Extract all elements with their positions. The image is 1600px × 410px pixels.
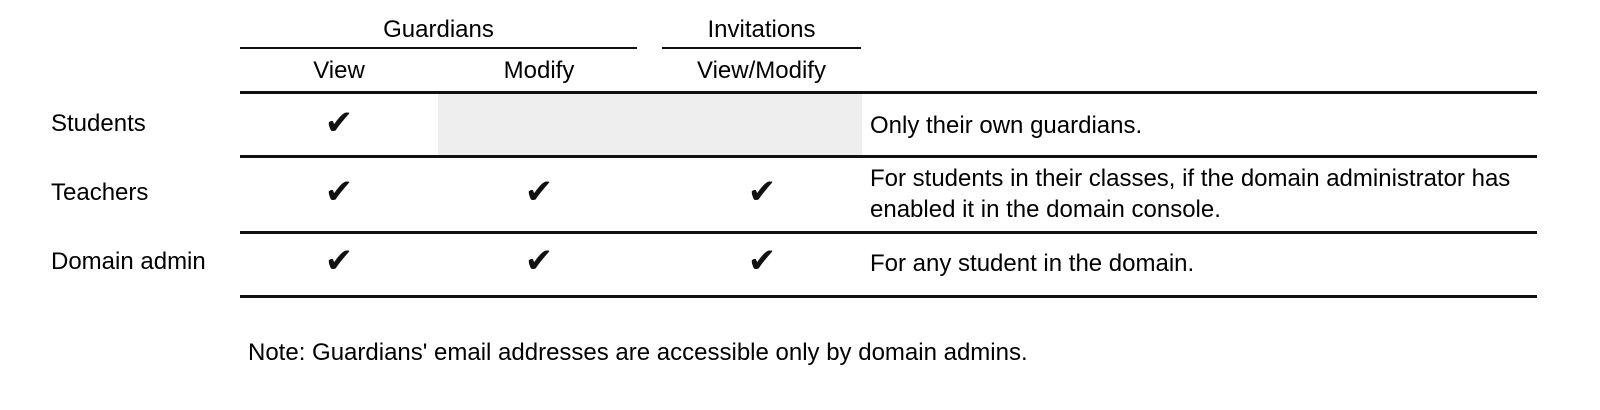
check-icon-domain-admin-guardians-view: ✔	[324, 241, 354, 281]
column-header-modify: Modify	[503, 57, 575, 84]
description-domain-admin: For any student in the domain.	[870, 250, 1195, 277]
row-label-students: Students	[51, 110, 146, 137]
row-label-teachers: Teachers	[51, 179, 149, 206]
check-icon-teachers-invitations-view-modify: ✔	[747, 172, 777, 212]
row-label-domain-admin: Domain admin	[51, 248, 206, 275]
check-icon-teachers-guardians-modify: ✔	[524, 172, 554, 212]
description-teachers: For students in their classes, if the do…	[870, 165, 1511, 223]
column-group-invitations-rule	[662, 47, 861, 49]
check-icon-domain-admin-invitations-view-modify: ✔	[747, 241, 777, 281]
table-rule-after-teachers	[240, 231, 1537, 234]
check-icon-teachers-guardians-view: ✔	[324, 172, 354, 212]
column-header-view-modify: View/Modify	[697, 57, 826, 84]
table-rule-after-students	[240, 155, 1537, 158]
check-icon-students-guardians-view: ✔	[324, 103, 354, 143]
column-header-view: View	[313, 57, 365, 84]
check-icon-domain-admin-guardians-modify: ✔	[524, 241, 554, 281]
table-footnote: Note: Guardians' email addresses are acc…	[248, 339, 1028, 366]
cell-students-modify-shaded	[438, 94, 862, 155]
column-group-invitations: Invitations	[707, 16, 816, 43]
table-rule-bottom	[240, 295, 1537, 298]
column-group-guardians: Guardians	[383, 16, 494, 43]
description-students: Only their own guardians.	[870, 112, 1143, 139]
table-rule-header-bottom	[240, 91, 1537, 94]
permissions-table: Guardians Invitations View Modify View/M…	[51, 16, 1537, 298]
column-group-guardians-rule	[240, 47, 637, 49]
